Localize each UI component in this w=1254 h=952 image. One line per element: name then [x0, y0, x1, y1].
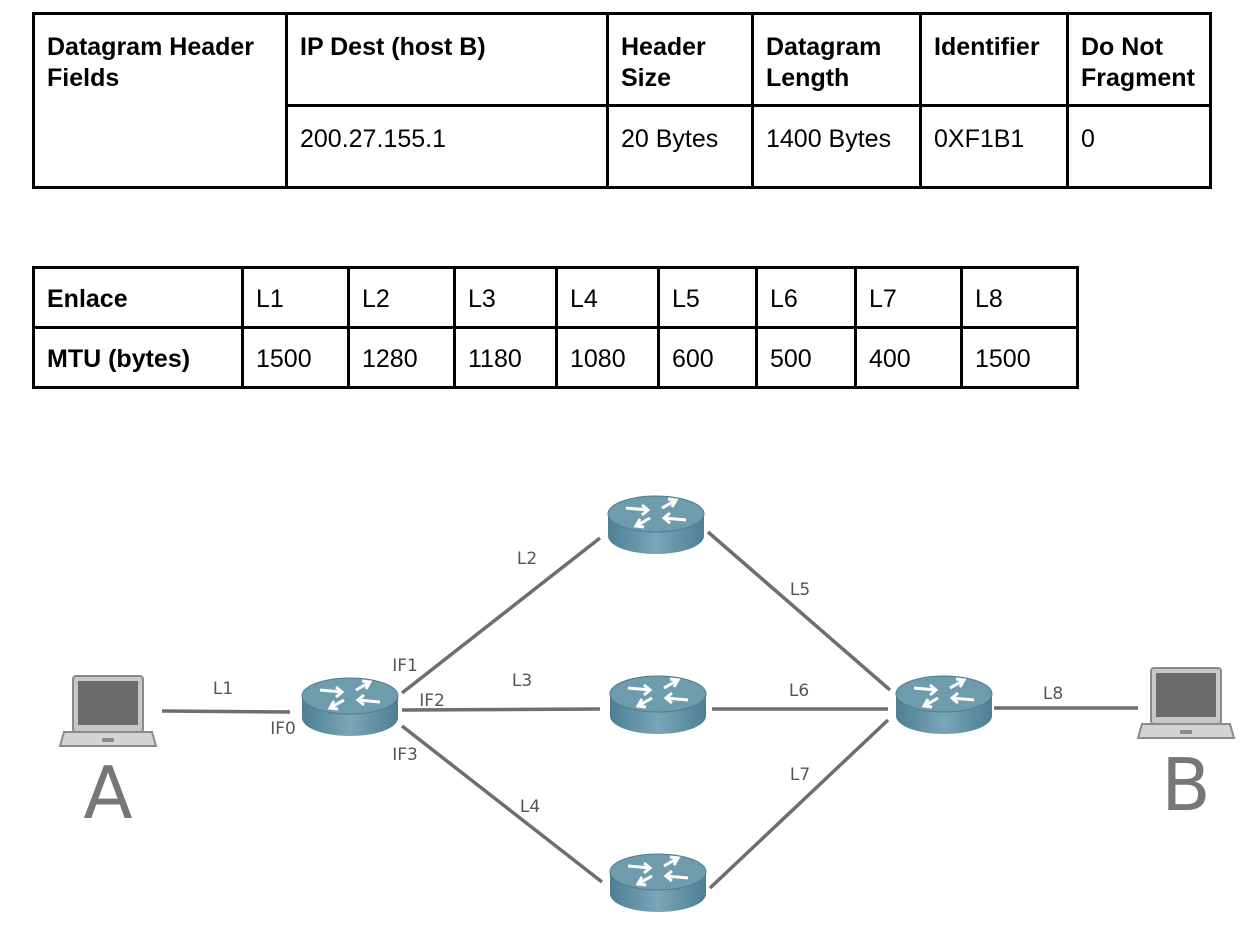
host-b-label: B: [1161, 743, 1210, 827]
col-label-ip-dest: IP Dest (host B): [285, 12, 609, 107]
link-label-l4: L4: [520, 797, 540, 817]
link-label-l6: L6: [789, 681, 809, 701]
router-top-icon: [606, 494, 706, 556]
link-line-l4: [400, 724, 604, 884]
interface-label-if0: IF0: [270, 719, 296, 739]
router-r1-icon: [300, 676, 400, 738]
link-label-l5: L5: [790, 580, 810, 600]
link-line-l5: [706, 530, 892, 692]
link-line-l1: [161, 709, 291, 714]
col-label-do-not-fragment: Do Not Fragment: [1066, 12, 1212, 107]
link-label-l1: L1: [213, 679, 233, 699]
link-cell: L5: [657, 266, 758, 329]
value-do-not-fragment: 0: [1066, 104, 1212, 189]
header-row-labels: Datagram Header Fields IP Dest (host B) …: [32, 12, 1212, 189]
interface-label-if1: IF1: [392, 656, 418, 676]
mtu-cell: 1180: [453, 326, 558, 389]
link-label-l8: L8: [1043, 684, 1063, 704]
link-lines: [161, 530, 1138, 890]
mtu-cell: 500: [755, 326, 857, 389]
mtu-cell: 1500: [241, 326, 350, 389]
mtu-cell: 1500: [960, 326, 1079, 389]
host-a-label: A: [83, 751, 132, 835]
router-bottom-icon: [608, 852, 708, 914]
link-line-l7: [708, 718, 890, 890]
mtu-row-values: MTU (bytes) 1500 1280 1180 1080 600 500 …: [32, 326, 1079, 389]
mtu-row-links: Enlace L1 L2 L3 L4 L5 L6 L7 L8: [32, 266, 1079, 329]
link-cell: L3: [453, 266, 558, 329]
header-row-values: 200.27.155.1 20 Bytes 1400 Bytes 0XF1B1 …: [34, 104, 1212, 189]
value-datagram-length: 1400 Bytes: [751, 104, 922, 189]
interface-label-if2: IF2: [419, 691, 445, 711]
link-cell: L6: [755, 266, 857, 329]
col-label-header-size: Header Size: [606, 12, 754, 107]
col-label-datagram-length: Datagram Length: [751, 12, 922, 107]
link-cell: L1: [241, 266, 350, 329]
link-label-l7: L7: [790, 765, 810, 785]
link-line-l3: [401, 707, 601, 712]
mtu-cell: 1280: [347, 326, 456, 389]
mtu-table: Enlace L1 L2 L3 L4 L5 L6 L7 L8 MTU (byte…: [32, 266, 1079, 389]
link-label-l2: L2: [517, 549, 537, 569]
row-header-datagram-fields: Datagram Header Fields: [32, 12, 288, 189]
mtu-cell: 1080: [555, 326, 660, 389]
link-label-l3: L3: [512, 671, 532, 691]
value-header-size: 20 Bytes: [606, 104, 754, 189]
value-identifier: 0XF1B1: [919, 104, 1069, 189]
datagram-header-table: Datagram Header Fields IP Dest (host B) …: [32, 12, 1212, 189]
value-ip-dest: 200.27.155.1: [285, 104, 609, 189]
router-r5-icon: [894, 674, 994, 736]
link-cell: L2: [347, 266, 456, 329]
link-cell: L7: [854, 266, 963, 329]
row-header-mtu: MTU (bytes): [32, 326, 244, 389]
link-cell: L8: [960, 266, 1079, 329]
mtu-cell: 600: [657, 326, 758, 389]
router-middle-icon: [608, 674, 708, 736]
network-topology-diagram: A B L1 L2 L3 L4 L5 L6 L7 L8 IF0 IF1 IF2 …: [59, 494, 1235, 914]
host-b-laptop-icon: [1137, 667, 1235, 739]
mtu-cell: 400: [854, 326, 963, 389]
row-header-enlace: Enlace: [32, 266, 244, 329]
interface-label-if3: IF3: [392, 745, 418, 765]
host-a-laptop-icon: [59, 675, 157, 747]
link-cell: L4: [555, 266, 660, 329]
col-label-identifier: Identifier: [919, 12, 1069, 107]
link-line-l2: [400, 536, 602, 695]
